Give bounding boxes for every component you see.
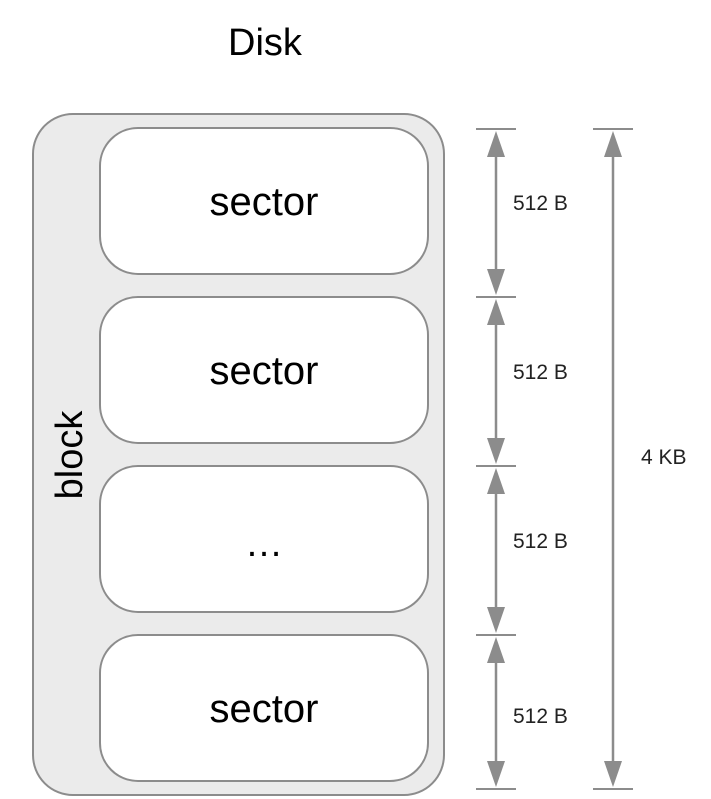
sector-dimension-ticks	[476, 128, 516, 790]
sector-box: sector	[99, 296, 429, 444]
sector-box: …	[99, 465, 429, 613]
sector-box: sector	[99, 634, 429, 782]
sector-size-arrow	[487, 468, 505, 633]
sector-size-label: 512 B	[513, 361, 568, 384]
sector-ellipsis: …	[245, 523, 283, 565]
block-size-label: 4 KB	[641, 446, 687, 469]
sector-size-label: 512 B	[513, 530, 568, 553]
sector-size-arrow	[487, 131, 505, 295]
block-label: block	[49, 410, 91, 500]
sector-box: sector	[99, 127, 429, 275]
sector-size-arrow	[487, 299, 505, 464]
diagram-title: Disk	[228, 22, 303, 64]
sector-label: sector	[210, 349, 319, 393]
sector-size-label: 512 B	[513, 705, 568, 728]
block-size-arrow	[604, 131, 622, 787]
sector-label: sector	[210, 180, 319, 224]
block-dimension-ticks	[593, 128, 633, 790]
block-container	[32, 113, 445, 796]
sector-size-arrow	[487, 637, 505, 787]
sector-size-label: 512 B	[513, 192, 568, 215]
sector-label: sector	[210, 687, 319, 731]
